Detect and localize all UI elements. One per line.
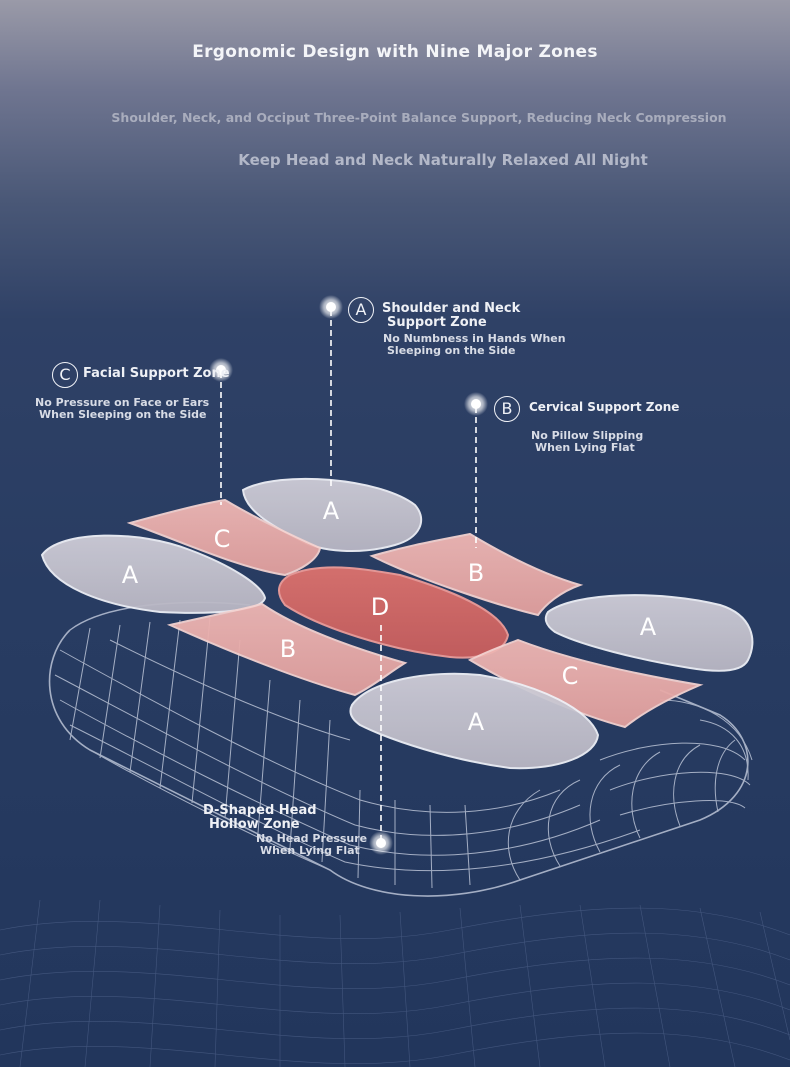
zone-b-title: Cervical Support Zone bbox=[529, 400, 680, 414]
zone-d-desc-line2: When Lying Flat bbox=[260, 844, 360, 857]
zone-a-desc-line2: Sleeping on the Side bbox=[387, 344, 516, 357]
callout-dots bbox=[209, 295, 488, 855]
pad-b-right: B bbox=[369, 532, 584, 617]
zone-a-title-line2: Support Zone bbox=[387, 315, 487, 330]
pad-a-right: A bbox=[544, 594, 754, 672]
zone-b-desc-line2: When Lying Flat bbox=[535, 441, 635, 454]
pad-a-left-label: A bbox=[122, 561, 139, 589]
pad-b-left-label: B bbox=[280, 635, 296, 663]
zone-b-badge: B bbox=[494, 396, 520, 422]
callout-lines bbox=[220, 310, 477, 840]
pad-c-right-label: C bbox=[562, 662, 579, 690]
pad-a-top-label: A bbox=[323, 497, 340, 525]
zone-d-title-line1: D-Shaped Head bbox=[203, 803, 317, 818]
page-title: Ergonomic Design with Nine Major Zones bbox=[192, 42, 598, 62]
zone-c-desc-line2: When Sleeping on the Side bbox=[39, 408, 207, 421]
zone-c-desc-line1: No Pressure on Face or Ears bbox=[35, 396, 210, 409]
pad-a-bottom: A bbox=[349, 672, 600, 770]
zone-a-badge: A bbox=[348, 297, 374, 323]
bottom-mesh-decoration bbox=[0, 899, 790, 1067]
page-subtitle: Shoulder, Neck, and Occiput Three-Point … bbox=[111, 110, 727, 125]
zone-b-desc-line1: No Pillow Slipping bbox=[531, 429, 644, 442]
pad-a-right-label: A bbox=[640, 613, 657, 641]
pad-c-top: C bbox=[126, 498, 322, 577]
pad-a-left: A bbox=[40, 534, 267, 614]
zone-c-title: Facial Support Zone bbox=[83, 366, 230, 381]
zone-a-desc-line1: No Numbness in Hands When bbox=[383, 332, 566, 345]
zone-c-badge: C bbox=[52, 362, 78, 388]
pad-c-top-label: C bbox=[214, 525, 231, 553]
zone-d-title-line2: Hollow Zone bbox=[209, 817, 300, 832]
page-tagline: Keep Head and Neck Naturally Relaxed All… bbox=[238, 151, 648, 169]
zone-d-desc-line1: No Head Pressure bbox=[256, 832, 368, 845]
pad-d-center-label: D bbox=[371, 593, 389, 621]
pad-b-left: B bbox=[166, 602, 408, 697]
zone-a-title-line1: Shoulder and Neck bbox=[382, 301, 521, 316]
pad-b-right-label: B bbox=[468, 559, 484, 587]
pad-a-bottom-label: A bbox=[468, 708, 485, 736]
pillow-wireframe bbox=[48, 601, 753, 897]
